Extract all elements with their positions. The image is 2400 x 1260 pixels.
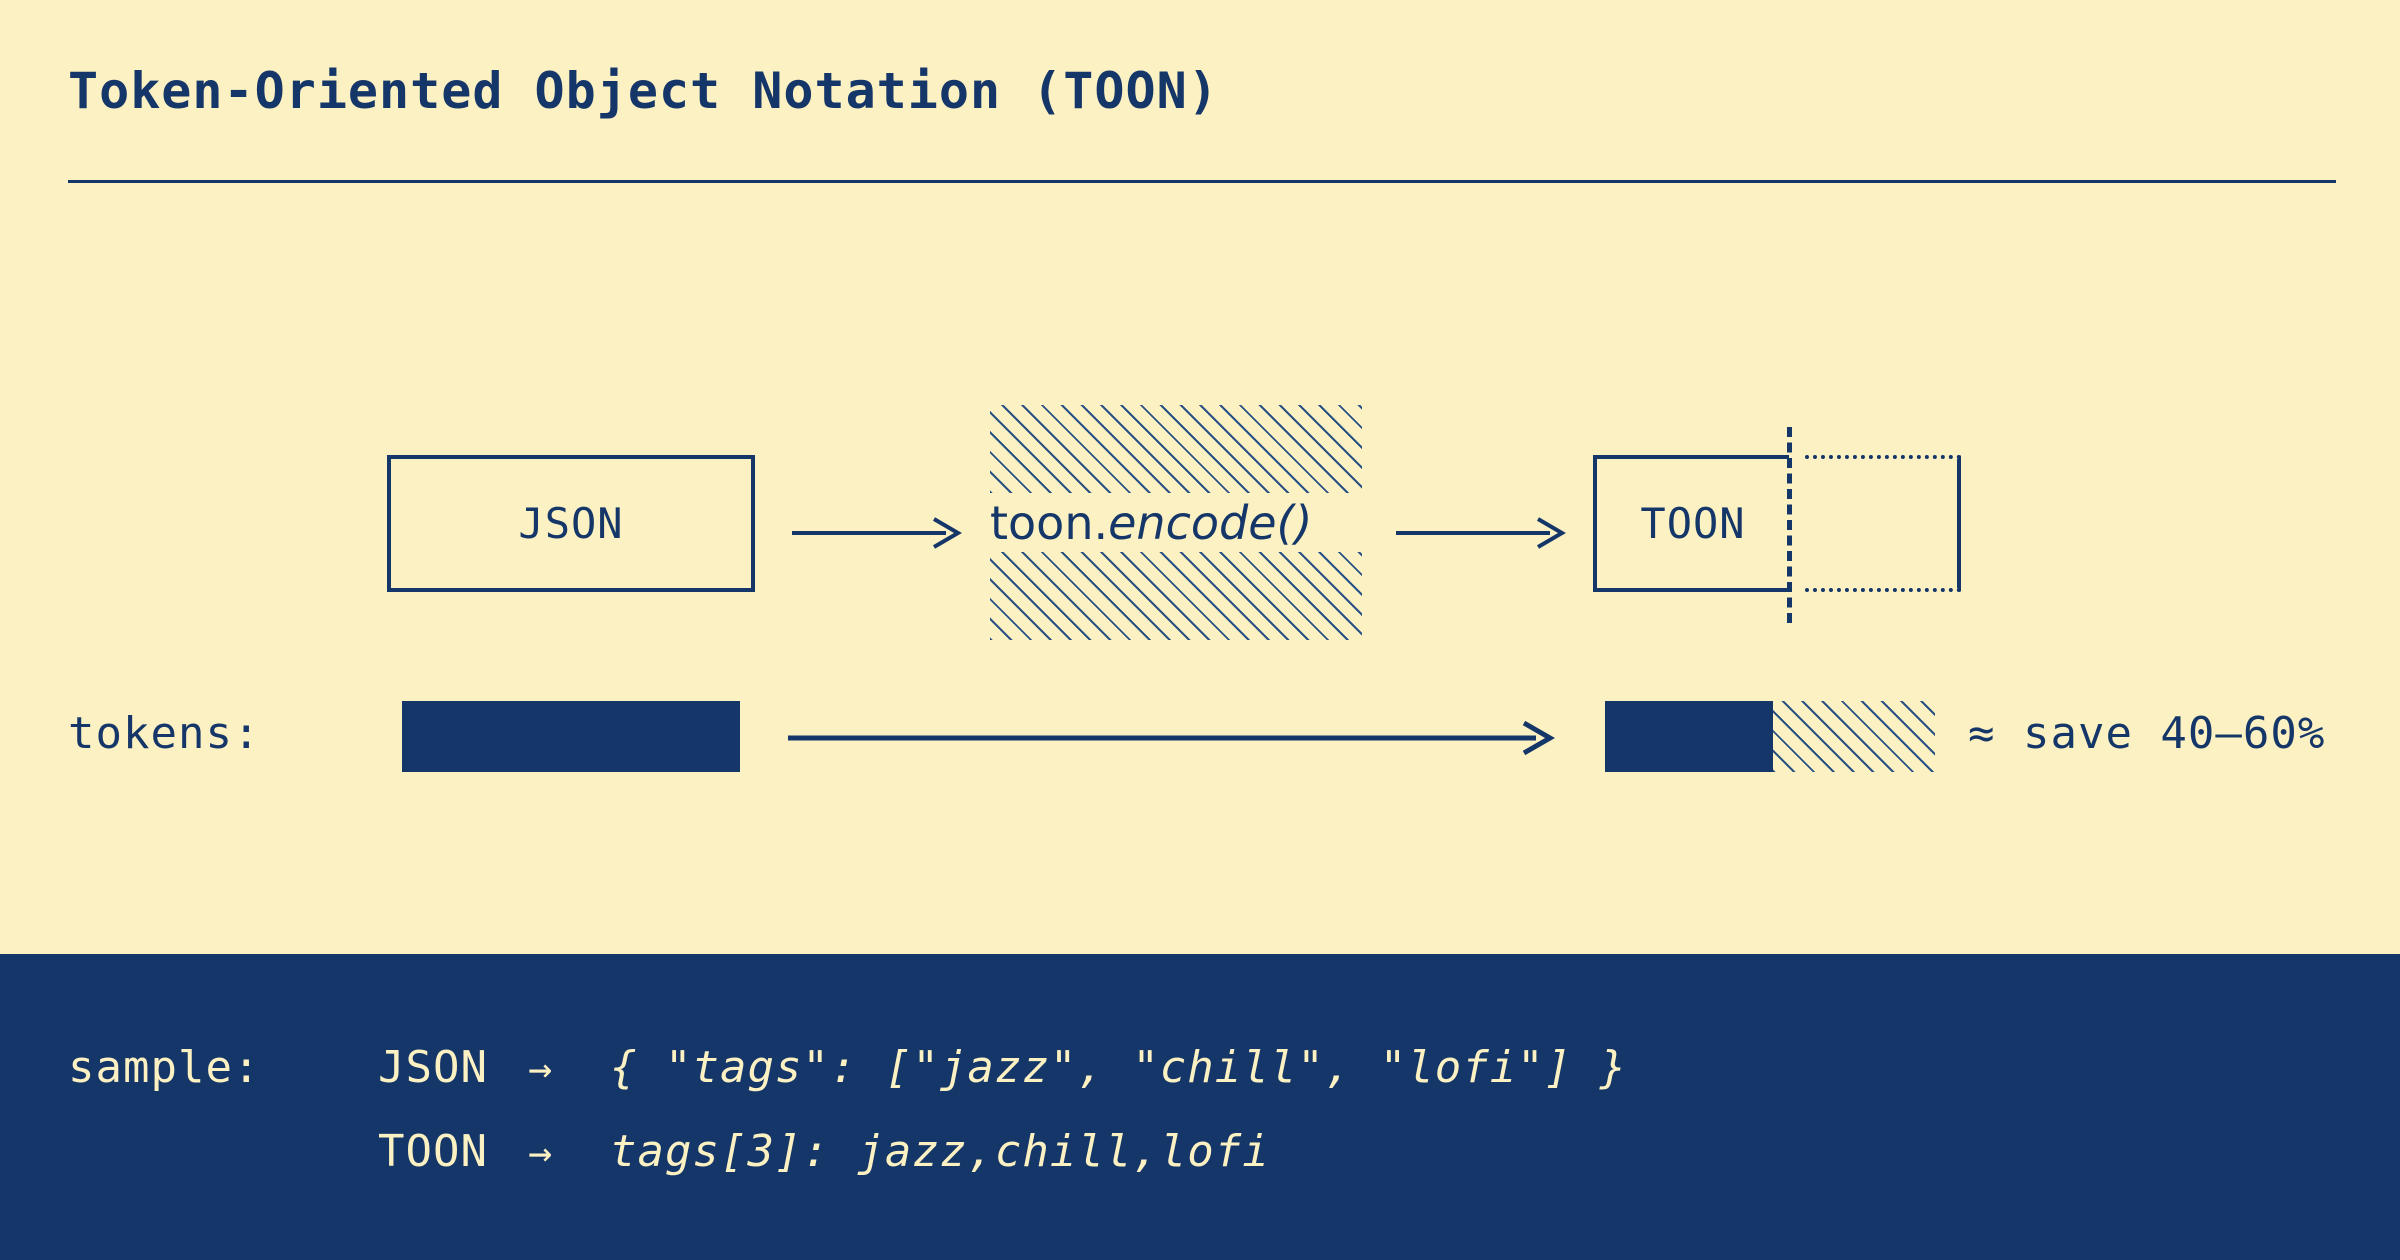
tokens-bar-json <box>402 701 740 772</box>
arrow-tokens-comparison-icon <box>788 720 1556 756</box>
sample-row-toon-code: tags[3]: jazz,chill,lofi <box>610 1126 1270 1177</box>
tokens-row-label: tokens: <box>68 708 261 759</box>
sample-row-json-format: JSON <box>378 1042 488 1093</box>
sample-row-json-code: { "tags": ["jazz", "chill", "lofi"] } <box>610 1042 1628 1093</box>
arrow-json-to-encode-icon <box>792 517 962 549</box>
json-source-label: JSON <box>518 499 624 548</box>
encode-label-plain: toon. <box>990 495 1109 550</box>
json-source-box: JSON <box>387 455 755 592</box>
sample-panel-label: sample: <box>68 1042 261 1093</box>
encode-label-emphasis: encode() <box>1108 495 1313 550</box>
toon-target-filled-section: TOON <box>1593 455 1789 592</box>
sample-row-toon-format: TOON <box>378 1126 488 1177</box>
sample-panel <box>0 954 2400 1260</box>
title-divider <box>68 180 2336 183</box>
encode-transform-block: toon.encode() <box>990 405 1362 640</box>
tokens-bar-toon <box>1605 701 1935 772</box>
tokens-bar-toon-saved-icon <box>1773 701 1935 772</box>
sample-row-toon: TOON → tags[3]: jazz,chill,lofi <box>378 1126 1270 1177</box>
encode-label: toon.encode() <box>990 493 1362 552</box>
savings-note: ≈ save 40–60% <box>1968 708 2326 759</box>
tokens-bar-toon-used <box>1605 701 1773 772</box>
toon-box-divider <box>1787 427 1792 623</box>
page-title: Token-Oriented Object Notation (TOON) <box>68 62 1219 120</box>
encode-hatch-bottom-icon <box>990 552 1362 640</box>
encode-hatch-top-icon <box>990 405 1362 493</box>
sample-row-json: JSON → { "tags": ["jazz", "chill", "lofi… <box>378 1042 1627 1093</box>
arrow-encode-to-toon-icon <box>1396 517 1566 549</box>
toon-target-box: TOON <box>1593 427 1961 623</box>
sample-row-json-arrow-icon: → <box>528 1046 553 1092</box>
toon-target-saved-section <box>1805 455 1961 592</box>
sample-row-toon-arrow-icon: → <box>528 1130 553 1176</box>
toon-target-label: TOON <box>1640 499 1746 548</box>
